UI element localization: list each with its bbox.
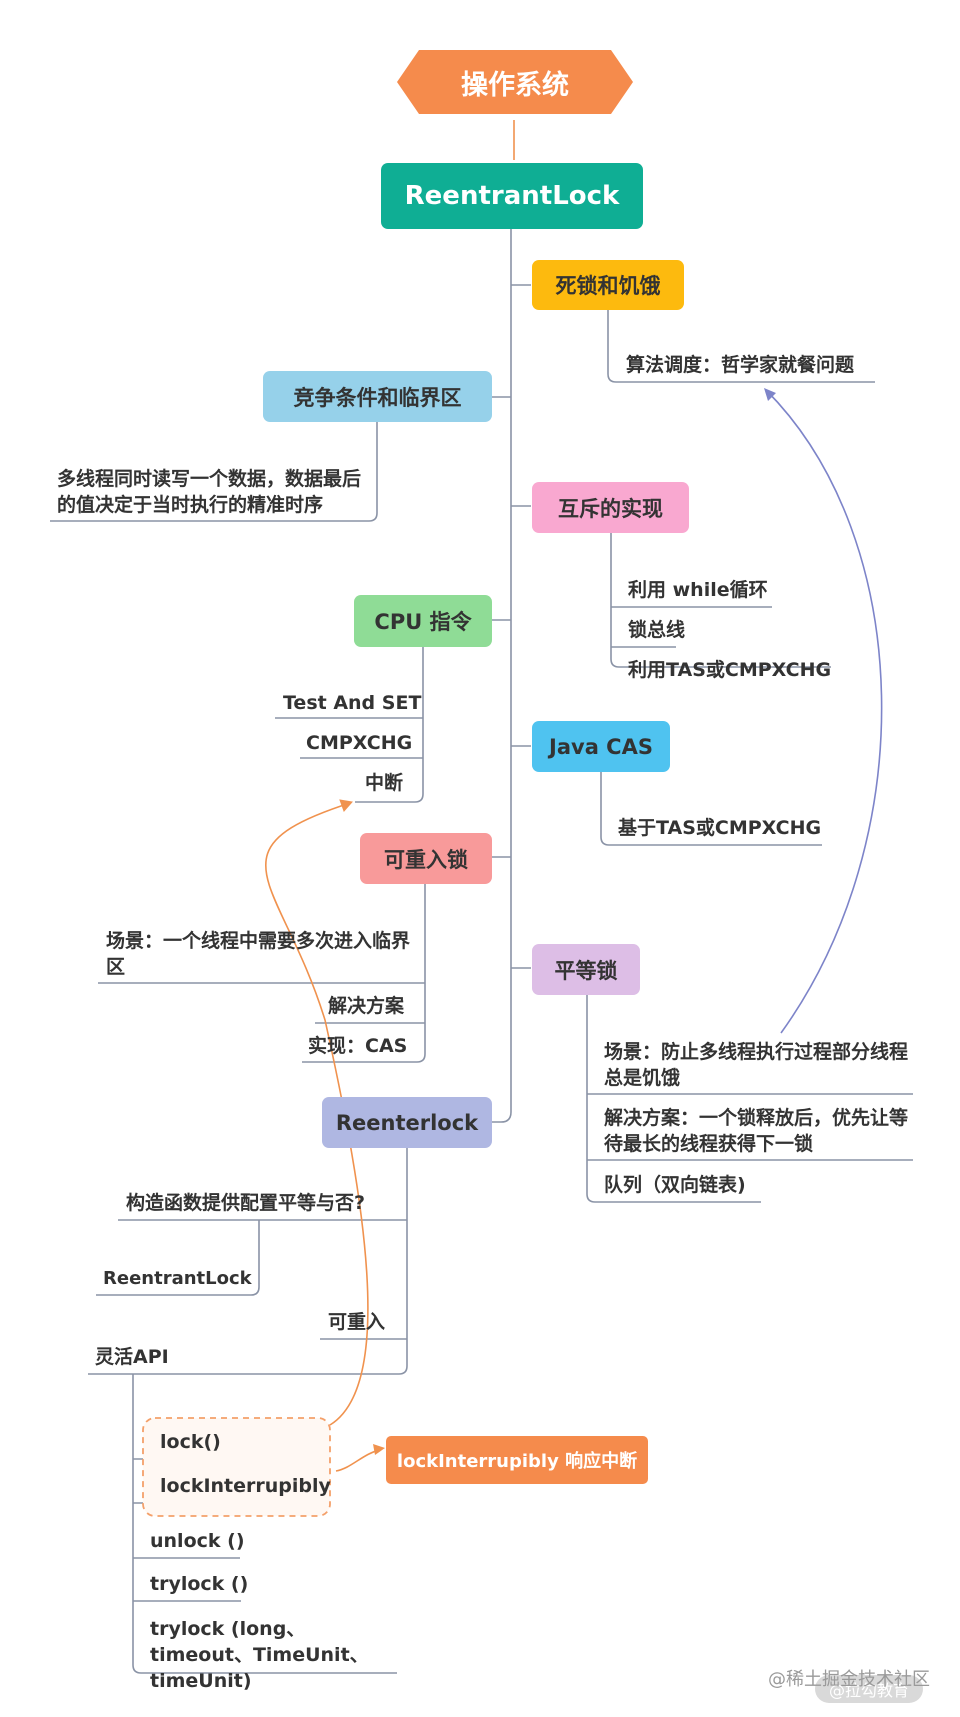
branch-java-cas: Java CAS [532,721,670,772]
race-child: 多线程同时读写一个数据，数据最后的值决定于当时执行的精准时序 [57,468,362,516]
mutex-child-tas: 利用TAS或CMPXCHG [628,659,832,681]
root-node: 操作系统 [397,50,633,114]
cpu-child-interrupt: 中断 [365,772,404,794]
mutex-child-bus: 锁总线 [628,619,686,641]
branch-java-cas-label: Java CAS [549,734,653,759]
reenterlock-child-reentrantlock: ReentrantLock [103,1268,252,1289]
api-lock-interruptibly: lockInterrupibly [160,1475,331,1497]
callout-label: lockInterrupibly 响应中断 [396,1451,638,1472]
branch-cpu-instruction: CPU 指令 [354,595,492,647]
branch-deadlock: 死锁和饥饿 [532,260,684,310]
reentrant-child-scenario: 场景：一个线程中需要多次进入临界区 [106,930,411,978]
watermark-juejin: @稀土掘金技术社区 [768,1669,930,1690]
reenterlock-child-flexible-api: 灵活API [95,1346,169,1368]
cpu-child-tas: Test And SET [283,692,422,714]
branch-reentrant-lock: 可重入锁 [360,833,492,884]
mutex-child-while: 利用 while循环 [628,579,768,601]
api-trylock: trylock () [150,1573,249,1595]
reenterlock-child-reentrant: 可重入 [328,1311,386,1333]
reenterlock-child-constructor: 构造函数提供配置平等与否? [126,1192,366,1214]
fair-child-solution: 解决方案：一个锁释放后，优先让等待最长的线程获得下一锁 [604,1107,909,1155]
hexagon-shape [397,50,633,114]
main-node-label: ReentrantLock [404,181,620,211]
callout-lockinterruptibly: lockInterrupibly 响应中断 [386,1436,648,1484]
cpu-child-cmpxchg: CMPXCHG [306,732,413,754]
main-node-reentrantlock: ReentrantLock [381,163,643,229]
javacas-child: 基于TAS或CMPXCHG [618,817,822,839]
branch-race-condition-label: 竞争条件和临界区 [293,385,462,410]
api-lock: lock() [160,1431,221,1453]
branch-mutex-label: 互斥的实现 [558,496,663,521]
root-label: 操作系统 [461,69,569,101]
branch-mutex: 互斥的实现 [532,482,689,533]
watermark-lagou: @拉勾教育 [815,1675,924,1703]
fair-child-scenario: 场景：防止多线程执行过程部分线程总是饥饿 [604,1041,909,1089]
api-unlock: unlock () [150,1530,245,1552]
branch-race-condition: 竞争条件和临界区 [263,371,492,422]
branch-fair-lock-label: 平等锁 [554,958,618,983]
branch-fair-lock: 平等锁 [532,944,640,995]
branch-cpu-label: CPU 指令 [374,610,472,634]
branch-reentrant-label: 可重入锁 [384,847,468,872]
branch-deadlock-label: 死锁和饥饿 [555,274,661,298]
reentrant-child-solution: 解决方案 [328,995,405,1017]
reentrant-child-cas: 实现：CAS [308,1035,408,1057]
branch-reenterlock-label: Reenterlock [335,1110,479,1135]
deadlock-child: 算法调度：哲学家就餐问题 [626,354,855,376]
fair-child-queue: 队列（双向链表) [604,1174,746,1196]
branch-reenterlock: Reenterlock [322,1097,492,1148]
api-trylock-timeout: trylock (long、timeout、TimeUnit、timeUnit) [150,1618,369,1692]
